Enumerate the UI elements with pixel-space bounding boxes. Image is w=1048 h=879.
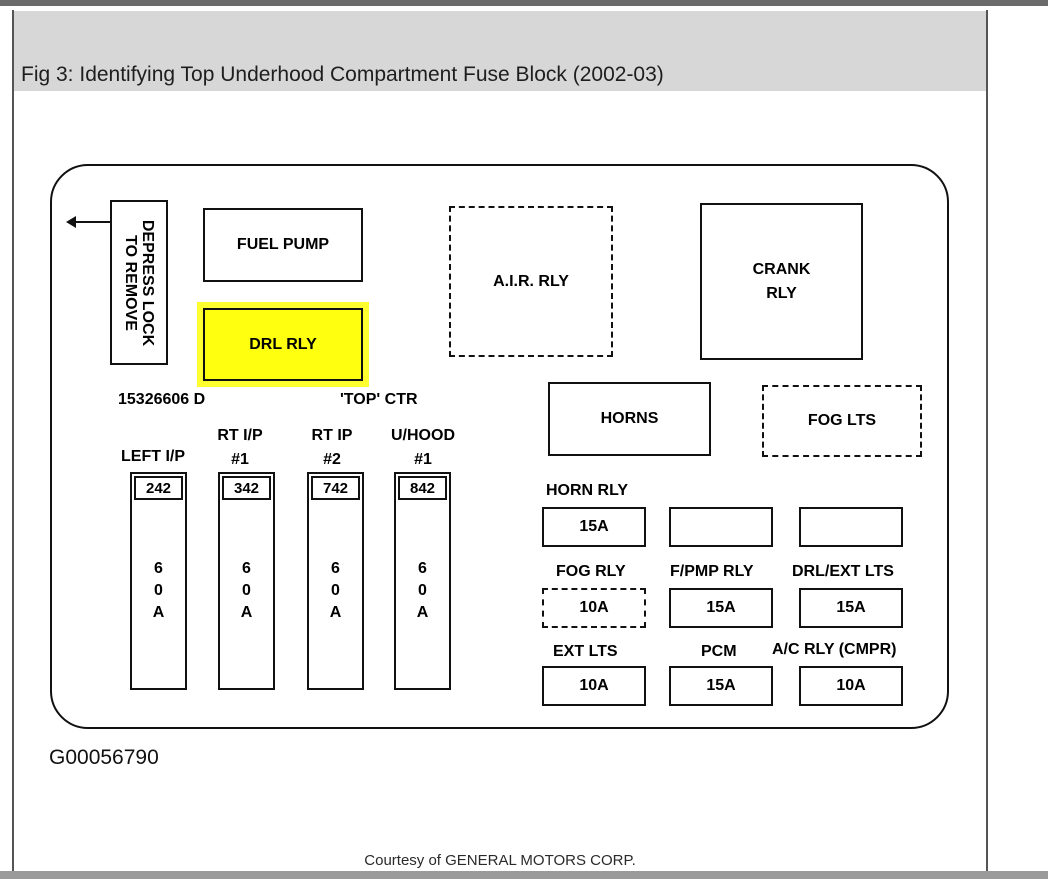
mini-fuse-label-drl-ext-lts: DRL/EXT LTS: [792, 563, 894, 580]
mini-fuse-pcm: 15A: [669, 666, 773, 706]
lock-arrow-line: [74, 221, 110, 223]
maxi-fuse-number: 342: [222, 476, 271, 500]
maxi-fuse-label-uhood-1: U/HOOD #1: [391, 427, 455, 468]
figure-frame: [12, 10, 988, 879]
maxi-fuse-rt-ip-1: 342 6 0 A: [218, 472, 275, 690]
window-top-edge: [0, 0, 1048, 6]
figure-caption: Fig 3: Identifying Top Underhood Compart…: [21, 63, 664, 86]
crank-relay: CRANK RLY: [700, 203, 863, 360]
maxi-fuse-label-left-ip: LEFT I/P: [121, 448, 185, 465]
maxi-fuse-left-ip: 242 6 0 A: [130, 472, 187, 690]
window-bottom-edge: [0, 871, 1048, 879]
courtesy-credit: Courtesy of GENERAL MOTORS CORP.: [364, 852, 636, 869]
mini-fuse-ext-lts: 10A: [542, 666, 646, 706]
drl-relay: DRL RLY: [203, 308, 363, 381]
top-center-marker: 'TOP' CTR: [340, 391, 418, 408]
maxi-fuse-number: 242: [134, 476, 183, 500]
mini-fuse-label-ext-lts: EXT LTS: [553, 643, 618, 660]
maxi-fuse-number: 742: [311, 476, 360, 500]
part-number: 15326606 D: [118, 391, 206, 408]
mini-fuse-horn-rly: 15A: [542, 507, 646, 547]
mini-fuse-fpmp-rly: 15A: [669, 588, 773, 628]
figure-id: G00056790: [49, 746, 159, 769]
horns-relay: HORNS: [548, 382, 711, 456]
mini-fuse-drl-ext-lts: 15A: [799, 588, 903, 628]
fog-lts-relay: FOG LTS: [762, 385, 922, 457]
maxi-fuse-rating: 6 0 A: [416, 560, 429, 621]
fuel-pump-relay: FUEL PUMP: [203, 208, 363, 282]
maxi-fuse-number: 842: [398, 476, 447, 500]
mini-fuse-label-fog-rly: FOG RLY: [556, 563, 626, 580]
mini-fuse-label-fpmp-rly: F/PMP RLY: [670, 563, 754, 580]
mini-fuse-label-horn-rly: HORN RLY: [546, 482, 629, 499]
mini-fuse-empty-slot: [669, 507, 773, 547]
caption-bar: [14, 11, 986, 91]
maxi-fuse-rt-ip-2: 742 6 0 A: [307, 472, 364, 690]
maxi-fuse-rating: 6 0 A: [329, 560, 342, 621]
mini-fuse-empty-slot: [799, 507, 903, 547]
maxi-fuse-label-rt-ip-2: RT IP #2: [311, 427, 353, 468]
maxi-fuse-rating: 6 0 A: [152, 560, 165, 621]
depress-lock-label-box: DEPRESS LOCK TO REMOVE: [110, 200, 168, 365]
fuse-block-outline: [50, 164, 949, 729]
maxi-fuse-label-rt-ip-1: RT I/P #1: [217, 427, 263, 468]
mini-fuse-label-ac-rly: A/C RLY (CMPR): [772, 641, 897, 658]
mini-fuse-ac-rly: 10A: [799, 666, 903, 706]
mini-fuse-fog-rly: 10A: [542, 588, 646, 628]
air-relay: A.I.R. RLY: [449, 206, 613, 357]
mini-fuse-label-pcm: PCM: [701, 643, 737, 660]
depress-lock-label: DEPRESS LOCK TO REMOVE: [122, 219, 156, 346]
left-arrow-icon: [66, 216, 76, 228]
maxi-fuse-rating: 6 0 A: [240, 560, 253, 621]
maxi-fuse-uhood-1: 842 6 0 A: [394, 472, 451, 690]
